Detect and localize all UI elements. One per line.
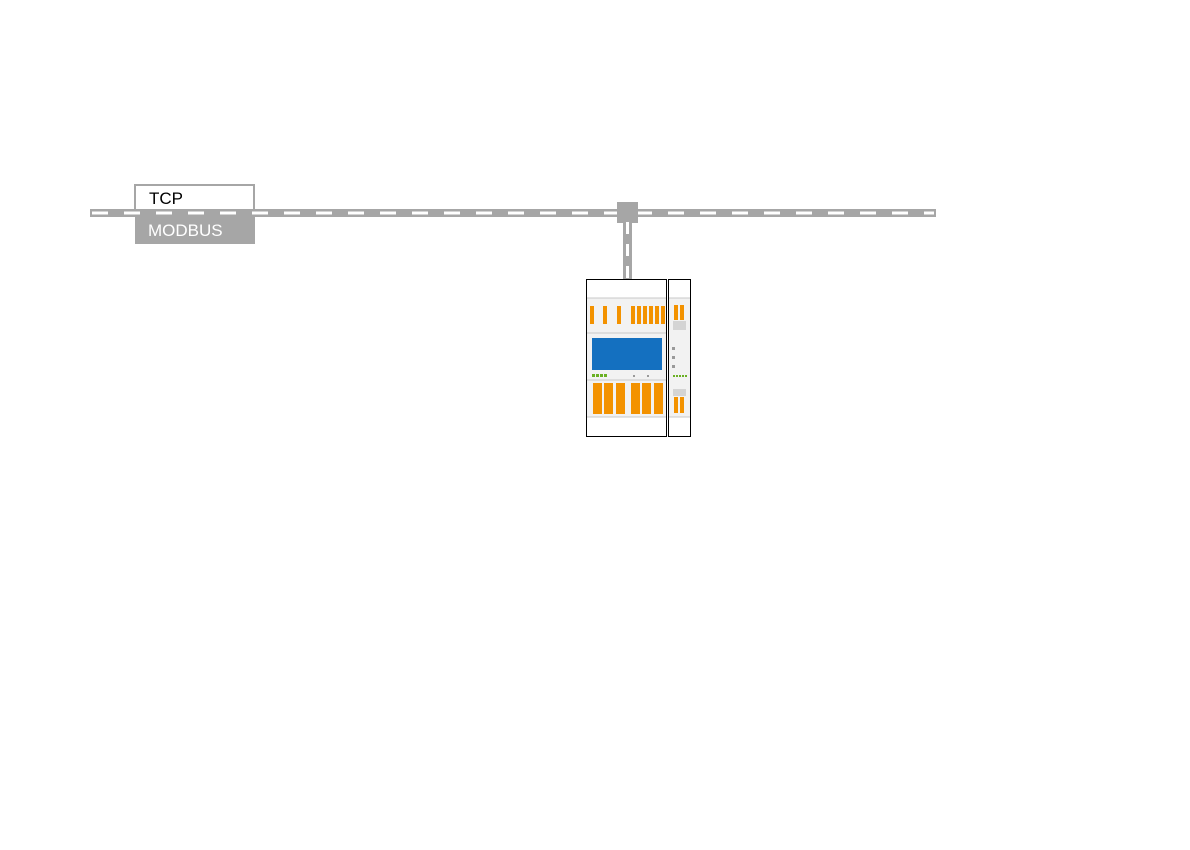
controller-module [586,279,667,437]
extension-logo-mark [673,375,687,377]
bus-junction-node [617,202,638,223]
extension-top-terminal [673,305,686,330]
bus-protocol-label-tcp: TCP [134,184,255,209]
bottom-terminal-block [593,383,663,414]
drop-cable [623,222,632,298]
modbus-tcp-bus-line [90,209,936,217]
extension-bottom-terminal [673,389,686,413]
top-terminal-block [590,306,665,324]
display-screen [592,338,662,370]
bus-protocol-label-modbus: MODBUS [135,217,255,244]
status-led-indicators [633,375,649,377]
extension-module [668,279,691,437]
extension-led-indicators [672,347,675,368]
wago-logo-mark [592,374,607,377]
